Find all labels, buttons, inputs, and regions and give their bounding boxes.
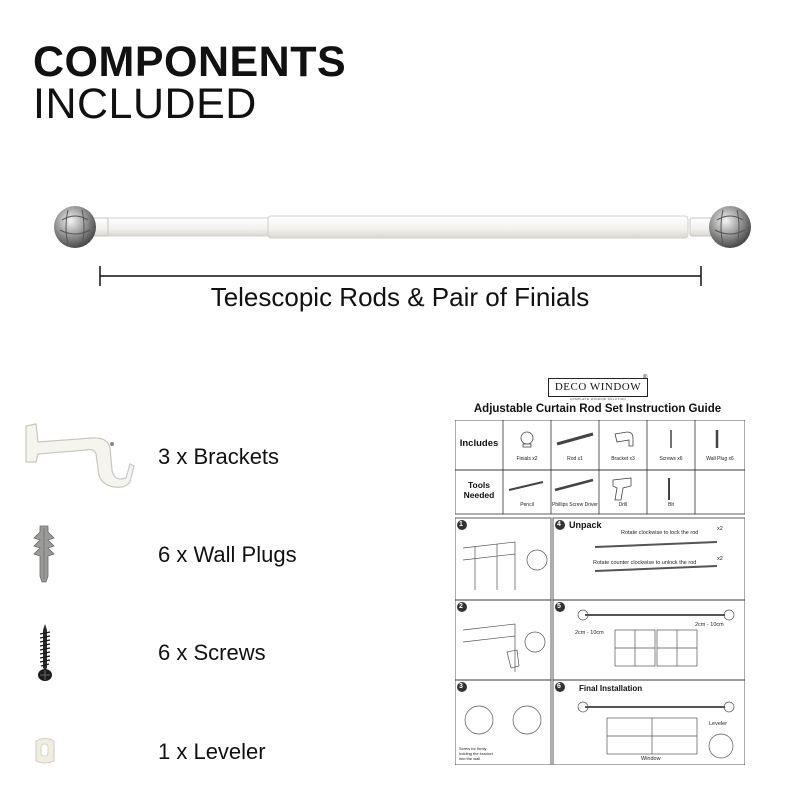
step-4-unlock-text: Rotate counter clockwise to unlock the r… bbox=[593, 560, 697, 566]
include-item-wall-plug: Wall Plug x6 bbox=[706, 456, 734, 462]
step-4-lock-multiplier: x2 bbox=[717, 526, 723, 532]
screw-icon bbox=[38, 624, 52, 681]
tools-label: Tools Needed bbox=[463, 480, 495, 500]
guide-tool-icons bbox=[508, 477, 670, 501]
leveler-icon bbox=[35, 738, 55, 764]
component-wall-plugs-label: 6 x Wall Plugs bbox=[158, 542, 297, 567]
step-6-number: 6 bbox=[557, 683, 561, 690]
tool-item-pencil: Pencil bbox=[520, 502, 534, 508]
registered-mark: ® bbox=[643, 375, 648, 381]
step-4-number: 4 bbox=[557, 521, 561, 528]
include-item-bracket: Bracket x3 bbox=[611, 456, 635, 462]
measure-line bbox=[99, 266, 702, 286]
guide-table-grid bbox=[455, 420, 745, 765]
guide-include-icons bbox=[520, 430, 719, 448]
component-brackets-label: 3 x Brackets bbox=[158, 444, 280, 469]
brand-logo: DECO WINDOW bbox=[548, 378, 648, 397]
step-5-left-measure: 2cm - 10cm bbox=[575, 630, 604, 636]
step-number-badges bbox=[457, 520, 565, 692]
brand-tagline: COMPLETE WINDOW SOLUTION bbox=[569, 397, 627, 401]
step-6-title: Final Installation bbox=[579, 684, 643, 693]
step-1-number: 1 bbox=[459, 521, 463, 528]
rod-caption: Telescopic Rods & Pair of Finials bbox=[210, 282, 590, 312]
rod-tube bbox=[83, 215, 717, 239]
guide-title: Adjustable Curtain Rod Set Instruction G… bbox=[473, 403, 722, 415]
wall-plug-icon bbox=[33, 525, 55, 583]
component-screws-label: 6 x Screws bbox=[158, 640, 266, 665]
component-leveler-label: 1 x Leveler bbox=[158, 739, 266, 764]
tool-item-screwdriver: Phillips Screw Driver bbox=[552, 502, 598, 508]
include-item-finials: Finials x2 bbox=[516, 456, 538, 462]
step-6-leveler-label: Leveler bbox=[709, 721, 728, 727]
step-4-title: Unpack bbox=[569, 520, 602, 530]
heading-line1: COMPONENTS bbox=[33, 38, 347, 86]
step-5-number: 5 bbox=[557, 603, 561, 610]
rod-illustration bbox=[54, 206, 751, 286]
finial-right bbox=[709, 206, 751, 248]
include-item-rod: Rod x1 bbox=[567, 456, 583, 462]
includes-label: Includes bbox=[459, 438, 499, 449]
guide-step-illustrations bbox=[462, 541, 735, 759]
include-item-screws: Screws x6 bbox=[659, 456, 683, 462]
tool-item-bit: Bit bbox=[668, 502, 674, 508]
bracket-icon bbox=[25, 423, 135, 488]
heading-line2: INCLUDED bbox=[33, 80, 257, 128]
tool-item-drill: Drill bbox=[618, 502, 628, 508]
step-4-unlock-multiplier: x2 bbox=[717, 556, 723, 562]
step-4-lock-text: Rotate clockwise to lock the rod bbox=[621, 530, 699, 536]
step-6-window-label: Window bbox=[641, 756, 661, 762]
step-2-number: 2 bbox=[459, 603, 463, 610]
step-5-right-measure: 2cm - 10cm bbox=[695, 622, 724, 628]
instruction-guide: DECO WINDOW ® COMPLETE WINDOW SOLUTION A… bbox=[450, 375, 795, 770]
guide-table: Includes Finials x2 Rod x1 Bracket x3 Sc… bbox=[455, 420, 745, 765]
step-3-note: Screw for firmly holding the bracket int… bbox=[459, 746, 493, 761]
finial-left bbox=[54, 206, 96, 248]
step-3-number: 3 bbox=[459, 683, 463, 690]
